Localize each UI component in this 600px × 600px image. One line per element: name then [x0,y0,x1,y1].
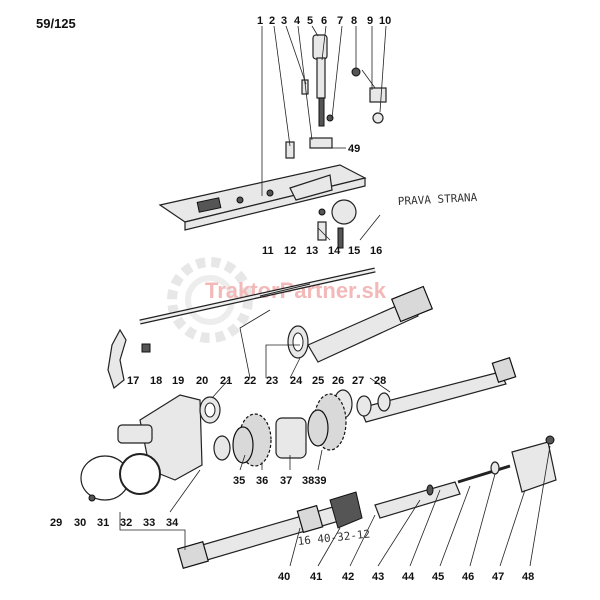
part-label: 13 [306,245,318,257]
part-label: 10 [379,15,391,27]
leader-lines-bottom [119,445,551,567]
part-label: 41 [310,571,322,583]
part-label: 1 [257,15,263,27]
handwritten-side-note: PRAVA STRANA [397,191,477,208]
shift-lever-parts [285,34,387,249]
part-label: 22 [244,375,256,387]
part-label: 29 [50,517,62,529]
part-label: 26 [332,375,344,387]
part-label: 49 [348,143,360,155]
part-label: 32 [120,517,132,529]
part-label: 21 [220,375,232,387]
part-label: 33 [143,517,155,529]
part-label: 5 [307,15,313,27]
part-label: 11 [262,245,274,257]
part-label: 4 [294,15,301,27]
lower-main-shaft [333,356,517,423]
page-number: 59/125 [36,16,76,31]
part-labels: 1 2 3 4 5 6 7 8 9 10 11 12 13 14 15 16 1… [50,15,534,583]
part-label: 3839 [302,475,326,487]
housing-flange [117,394,221,481]
part-label: 47 [492,571,504,583]
gear-cluster [213,393,347,467]
countershaft [177,435,557,569]
part-label: 37 [280,475,292,487]
part-label: 12 [284,245,296,257]
leader-lines-middle [169,309,391,513]
part-label: 34 [166,517,179,529]
part-label: 7 [337,15,343,27]
part-label: 44 [402,571,415,583]
part-label: 6 [321,15,327,27]
part-label: 8 [351,15,357,27]
part-label: 9 [367,15,373,27]
part-label: 40 [278,571,290,583]
part-label: 20 [196,375,208,387]
part-label: 30 [74,517,86,529]
part-label: 25 [312,375,324,387]
part-label: 35 [233,475,245,487]
shift-cover-plate [158,164,367,231]
part-label: 31 [97,517,109,529]
selector-rods [139,267,376,325]
part-label: 2 [269,15,275,27]
shift-fork [107,328,151,390]
part-label: 24 [290,375,303,387]
part-label: 3 [281,15,287,27]
part-label: 45 [432,571,444,583]
part-label: 18 [150,375,162,387]
part-label: 19 [172,375,184,387]
leader-lines-top [261,25,387,241]
part-label: 36 [256,475,268,487]
part-label: 46 [462,571,474,583]
part-label: 23 [266,375,278,387]
part-label: 27 [352,375,364,387]
part-label: 28 [374,375,386,387]
part-label: 17 [127,375,139,387]
cover-gaskets [80,453,161,502]
part-label: 16 [370,245,382,257]
part-label: 15 [348,245,360,257]
part-label: 43 [372,571,384,583]
part-label: 42 [342,571,354,583]
part-label: 14 [328,245,341,257]
upper-main-shaft [287,285,434,363]
part-label: 48 [522,571,534,583]
